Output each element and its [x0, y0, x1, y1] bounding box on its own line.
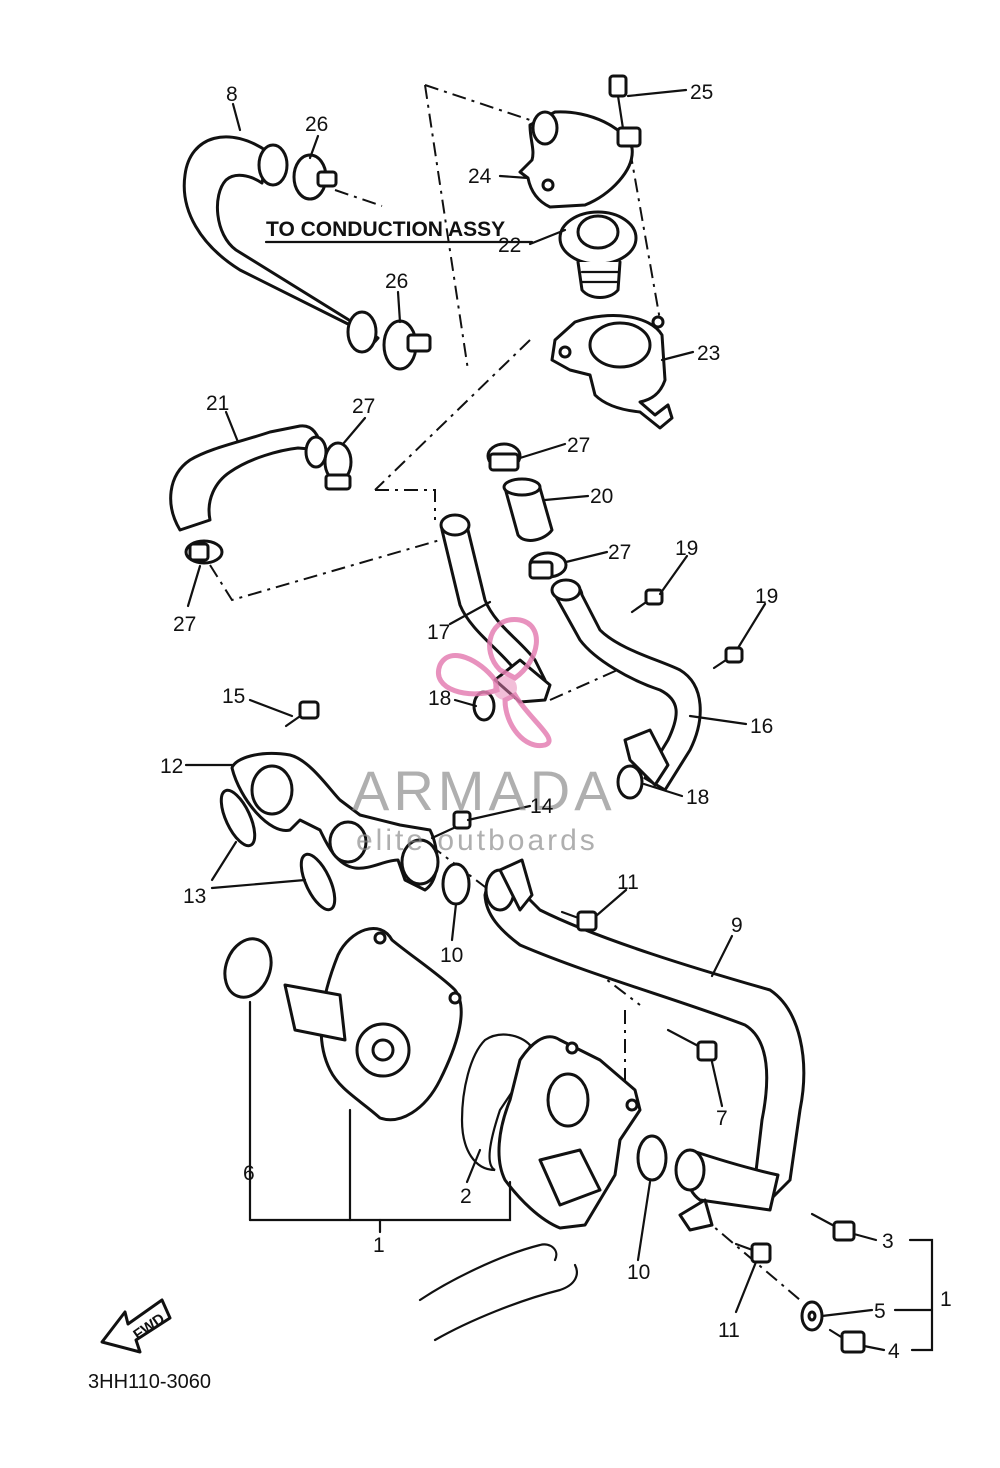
clamp-27-hose21-bottom [184, 539, 224, 565]
leader-lines [184, 88, 934, 1352]
note-to-conduction-assy: TO CONDUCTION ASSY [266, 218, 505, 241]
callout-23: 23 [697, 342, 720, 365]
callout-27: 27 [352, 395, 375, 418]
callout-10: 10 [627, 1261, 650, 1284]
callout-5: 5 [874, 1300, 886, 1323]
bolt-4 [828, 1328, 866, 1354]
callout-26: 26 [305, 113, 328, 136]
callout-21: 21 [206, 392, 229, 415]
water-pump-body [283, 927, 463, 1122]
callout-27: 27 [567, 434, 590, 457]
callout-20: 20 [590, 485, 613, 508]
callout-26: 26 [385, 270, 408, 293]
o-ring-10-upper [441, 862, 471, 906]
assembly-guide-lines [209, 84, 801, 1301]
water-pipe-12 [230, 751, 440, 892]
water-pump-housing [497, 1035, 642, 1230]
hose-17 [439, 513, 552, 704]
hose-8 [182, 135, 380, 354]
callout-4: 4 [888, 1340, 900, 1363]
watermark-brand: ARMADA [352, 759, 616, 822]
bolt-15 [284, 700, 320, 728]
hose-20 [502, 477, 554, 542]
callout-27: 27 [608, 541, 631, 564]
callout-10: 10 [440, 944, 463, 967]
o-ring-13-upper [219, 788, 257, 848]
callout-16: 16 [750, 715, 773, 738]
callout-6: 6 [243, 1162, 255, 1185]
callout-15: 15 [222, 685, 245, 708]
clamp-27-upper-right [486, 442, 522, 472]
callout-18: 18 [428, 687, 451, 710]
callout-25: 25 [690, 81, 713, 104]
hose-16 [550, 578, 702, 792]
callout-27: 27 [173, 613, 196, 636]
lower-casing-outline [418, 1243, 578, 1342]
callout-8: 8 [226, 83, 238, 106]
callout-9: 9 [731, 914, 743, 937]
watermark-tagline: elite outboards [356, 824, 598, 857]
callout-14: 14 [530, 795, 554, 818]
callout-24: 24 [468, 165, 492, 188]
hose-21 [169, 424, 328, 532]
callout-19: 19 [755, 585, 778, 608]
bolt-11-upper [560, 910, 598, 932]
o-ring-18-right [616, 764, 644, 800]
o-ring-13-lower [299, 852, 337, 912]
thermostat-cover-24 [518, 110, 642, 209]
callout-11: 11 [718, 1319, 740, 1342]
clamp-26-lower [382, 319, 432, 371]
callout-22: 22 [498, 234, 521, 257]
fwd-arrow-icon: FWD [100, 1298, 172, 1354]
bolt-19-lower [712, 646, 744, 670]
callout-labels: 8 26 26 25 24 22 23 21 27 27 27 27 20 19… [160, 81, 952, 1363]
washer-5 [800, 1300, 824, 1332]
watermark: ARMADA elite outboards [352, 617, 616, 857]
clamp-27-hose21-top [323, 441, 353, 491]
callout-3: 3 [882, 1230, 894, 1253]
clamp-27-mid [528, 551, 568, 580]
o-ring-6 [223, 937, 273, 999]
callout-11: 11 [617, 871, 639, 894]
bolt-7 [666, 1028, 718, 1062]
thermostat-22 [558, 210, 638, 299]
callout-19: 19 [675, 537, 698, 560]
callout-2: 2 [460, 1185, 472, 1208]
o-ring-10-lower [636, 1134, 668, 1182]
pipe-9 [483, 858, 806, 1232]
bolt-25 [608, 74, 628, 137]
callout-1: 1 [940, 1288, 952, 1311]
thermostat-housing-23 [550, 314, 674, 430]
bolt-19-upper [630, 588, 664, 614]
bolt-14 [430, 810, 472, 840]
diagram-part-code: 3HH110-3060 [88, 1371, 211, 1393]
callout-18: 18 [686, 786, 709, 809]
gasket-2 [460, 1033, 532, 1172]
callout-17: 17 [427, 621, 450, 644]
callout-7: 7 [716, 1107, 728, 1130]
callout-13: 13 [183, 885, 206, 908]
callout-12: 12 [160, 755, 183, 778]
callout-1: 1 [373, 1234, 385, 1257]
watermark-propeller-logo [435, 617, 552, 749]
bolt-11-lower [734, 1242, 772, 1264]
clamp-26-upper [292, 153, 338, 201]
bolt-3 [810, 1212, 856, 1242]
